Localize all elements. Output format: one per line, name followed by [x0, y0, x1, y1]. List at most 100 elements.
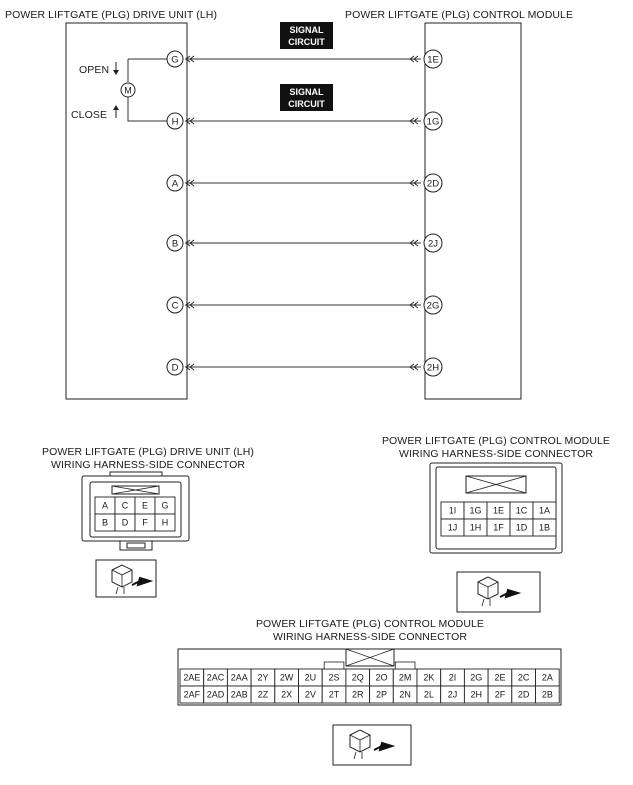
connector-terminal: 2S: [321, 661, 347, 687]
connector-terminal: 2O: [369, 668, 394, 687]
control-module-pin: 2J: [423, 233, 443, 253]
drive-connector-subtitle: WIRING HARNESS-SIDE CONNECTOR: [51, 459, 245, 471]
connector-terminal: 2V: [298, 685, 323, 704]
terminal-label: 1D: [516, 523, 528, 533]
pin-label: 1G: [427, 117, 440, 128]
connector-terminal: 2G: [463, 668, 489, 687]
connector-terminal: 2AB: [226, 685, 252, 704]
connector-terminal: 1C: [509, 501, 534, 520]
connector-terminal: 2A: [535, 668, 560, 687]
control-module-pin: 1G: [423, 111, 443, 131]
connector-terminal: 1E: [486, 501, 511, 520]
module-connector-1-subtitle: WIRING HARNESS-SIDE CONNECTOR: [399, 448, 593, 460]
signal-circuit-badge: SIGNAL CIRCUIT: [280, 22, 333, 49]
terminal-label: 2Q: [352, 673, 364, 683]
connector-terminal: 2Q: [345, 668, 371, 687]
terminal-label: 1E: [493, 506, 504, 516]
connector-terminal: 2B: [535, 685, 560, 704]
pin-label: B: [172, 239, 178, 250]
pin-label: 2G: [427, 301, 440, 312]
connector-terminal: 2C: [511, 668, 536, 687]
arrow-down-icon: [113, 62, 119, 75]
terminal-label: 1A: [539, 506, 550, 516]
connector-terminal: 2X: [274, 685, 299, 704]
connector-terminal: 2U: [298, 668, 323, 687]
svg-text:M: M: [124, 86, 132, 96]
plug-pointer-icon: [456, 571, 541, 613]
terminal-label: 1H: [470, 523, 482, 533]
connector-terminal: 1B: [532, 518, 557, 537]
drive-connector-title: POWER LIFTGATE (PLG) DRIVE UNIT (LH): [42, 446, 254, 458]
pin-label: A: [172, 179, 179, 190]
terminal-label: 2J: [448, 690, 458, 700]
connector-terminal: 2T: [321, 685, 347, 704]
terminal-label: D: [122, 518, 129, 528]
connector-terminal: 2M: [392, 661, 418, 687]
module-connector-2-subtitle: WIRING HARNESS-SIDE CONNECTOR: [273, 631, 467, 643]
terminal-label: 1F: [493, 523, 504, 533]
connector-terminal: 2AD: [203, 685, 228, 704]
pin-label: 2J: [428, 239, 438, 250]
terminal-label: 2R: [352, 690, 364, 700]
connector-terminal: A: [94, 496, 116, 515]
svg-text:CIRCUIT: CIRCUIT: [288, 37, 325, 47]
connector-terminal: 2E: [487, 668, 513, 687]
connector-terminal: 2Y: [250, 668, 276, 687]
module-connector-1-title: POWER LIFTGATE (PLG) CONTROL MODULE: [382, 435, 610, 447]
terminal-label: 2Y: [257, 673, 268, 683]
connector-terminal: 2R: [345, 685, 371, 704]
terminal-label: 2W: [280, 673, 294, 683]
plug-pointer-icon: [95, 559, 157, 598]
drive-unit-box: [65, 22, 188, 400]
terminal-label: 2K: [423, 673, 434, 683]
connector-terminal: B: [94, 513, 116, 532]
terminal-label: 2X: [281, 690, 292, 700]
module-connector-2-title: POWER LIFTGATE (PLG) CONTROL MODULE: [256, 618, 484, 630]
wire: A 2D: [166, 173, 443, 193]
svg-text:SIGNAL: SIGNAL: [289, 87, 324, 97]
close-label: CLOSE: [71, 109, 107, 121]
drive-unit-pin: A: [166, 174, 184, 192]
wire: H 1G: [166, 111, 443, 131]
connector-terminal: 2K: [416, 668, 442, 687]
connector-terminal: 2J: [440, 685, 465, 704]
terminal-label: 2M: [399, 673, 412, 683]
terminal-label: 2V: [305, 690, 316, 700]
terminal-label: 2A: [542, 673, 553, 683]
terminal-label: 2G: [470, 673, 482, 683]
connector-terminal: 1I: [440, 501, 465, 520]
control-module-pin: 1E: [423, 49, 443, 69]
terminal-label: 2H: [470, 690, 482, 700]
pin-label: C: [172, 301, 179, 312]
svg-text:SIGNAL: SIGNAL: [289, 25, 324, 35]
terminal-label: 2T: [329, 690, 340, 700]
pin-label: 2D: [427, 179, 439, 190]
wire: C 2G: [166, 295, 443, 315]
connector-terminal: 2AC: [203, 668, 228, 687]
connector-terminal: G: [154, 496, 176, 515]
connector-terminal: 2AF: [179, 685, 205, 704]
connector-terminal: 1J: [440, 518, 465, 537]
terminal-label: 2Z: [258, 690, 269, 700]
control-module-pin: 2G: [423, 295, 443, 315]
pin-label: 1E: [427, 55, 439, 66]
terminal-label: F: [142, 518, 148, 528]
terminal-label: 2N: [399, 690, 411, 700]
drive-unit-pin: H: [166, 112, 184, 130]
drive-unit-pin: B: [166, 234, 184, 252]
terminal-label: 2AD: [207, 690, 225, 700]
pin-label: H: [172, 117, 179, 128]
connector-terminal: F: [134, 513, 156, 532]
drive-unit-pin: C: [166, 296, 184, 314]
terminal-label: 2O: [375, 673, 387, 683]
terminal-label: G: [161, 501, 168, 511]
arrow-up-icon: [113, 105, 119, 118]
terminal-label: 2AE: [183, 673, 200, 683]
terminal-label: 2AF: [184, 690, 201, 700]
